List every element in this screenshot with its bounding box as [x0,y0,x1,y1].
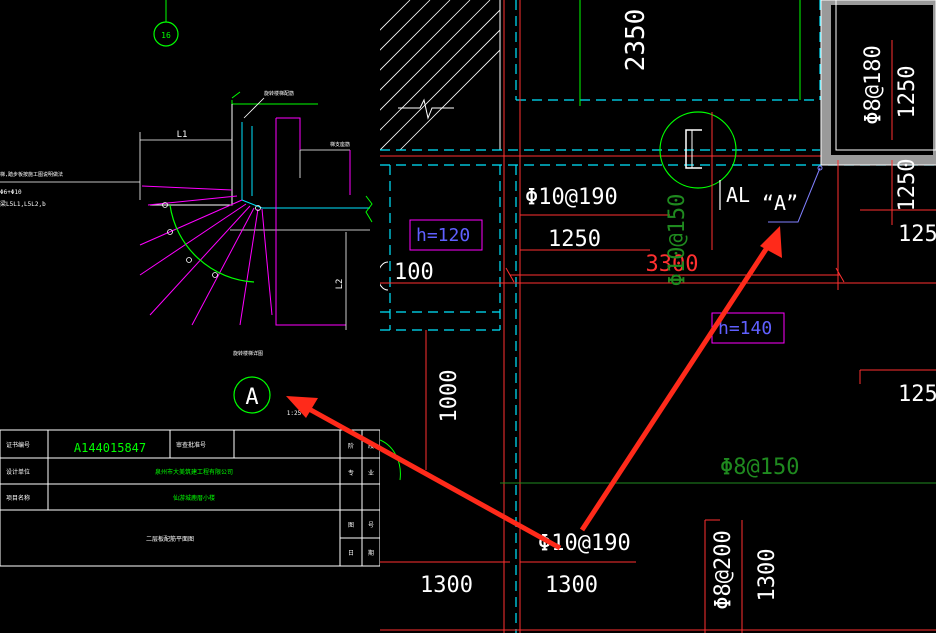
dim-2350: 2350 [621,9,651,72]
project-label: 项目名称 [6,494,30,502]
note-support: 梯支座筋 [330,141,350,148]
side-note-2: Φ6+Φ10 [0,189,22,196]
side-note-1: 梯,踏步板按施工图说明做法 [0,171,63,178]
rebar-phi8-200: Φ8@200 [711,530,736,609]
cert-label: 证书编号 [6,441,30,449]
rebar-phi10-190-bottom: Φ10@190 [538,531,631,556]
dim-1300-c: 1300 [755,549,780,602]
right-drawing-canvas: 2350 Φ8@180 1250 1250 1250 Φ10@190 1250 … [380,0,936,633]
dim-l1: L1 [177,130,188,140]
grid-bubble-label: 16 [161,31,171,40]
label-al: AL [726,183,750,207]
cert-value: A144015847 [74,441,146,455]
design-unit-label: 设计单位 [6,468,30,476]
tb-col-3: 专 [348,469,354,477]
detail-scale: 1:25 [287,410,302,417]
rebar-phi8-150: Φ8@150 [720,455,799,480]
dim-1300-a: 1300 [420,573,473,598]
tb-col-2: 段 [368,442,374,450]
dim-100: 100 [394,260,434,285]
dim-1250-e: 1250 [898,382,936,407]
tb-col-6: 号 [368,522,374,529]
tb-col-5: 图 [348,522,354,529]
dim-1250-c: 1250 [898,222,936,247]
hatch-region [380,0,500,150]
dim-l2: L2 [335,279,345,290]
rebar-phi10-150: Φ10@150 [665,194,690,287]
label-a-quoted: “A” [762,191,798,215]
dim-1000: 1000 [437,370,462,423]
dim-1250-b: 1250 [895,159,920,212]
column-circle [659,111,737,189]
project-value: 仙游城鹿厝小楼 [173,494,215,502]
tb-col-7: 日 [348,550,354,557]
detail-title: 旋转楼梯详图 [233,350,263,357]
drawing-name: 二层板配筋平面图 [146,535,194,543]
left-drawing-canvas: 16 旋转楼梯配筋 L1 梯支座筋 [0,0,380,567]
tb-col-8: 期 [368,549,374,557]
dim-1250-d: 1250 [548,227,601,252]
dim-1300-b: 1300 [545,573,598,598]
slab-h120: h=120 [416,225,470,246]
dim-1250-a: 1250 [895,66,920,119]
side-note-3: 梁L5L1,L5L2,b [0,200,46,208]
rebar-phi8-180: Φ8@180 [861,45,886,124]
rebar-phi10-190-top: Φ10@190 [525,185,618,210]
detail-marker-letter: A [245,385,258,410]
review-label: 审查批准号 [176,441,206,449]
design-unit-value: 泉州市大美筑建工程有限公司 [155,468,233,476]
slab-h140: h=140 [718,318,772,339]
detail-marker-circle[interactable] [233,376,271,414]
left-viewport-detail[interactable]: 16 旋转楼梯配筋 L1 梯支座筋 [0,0,380,633]
note-rebar: 旋转楼梯配筋 [264,90,294,97]
right-viewport-plan[interactable]: 2350 Φ8@180 1250 1250 1250 Φ10@190 1250 … [380,0,936,633]
tb-col-1: 阶 [348,442,354,450]
tb-col-4: 业 [368,469,374,477]
